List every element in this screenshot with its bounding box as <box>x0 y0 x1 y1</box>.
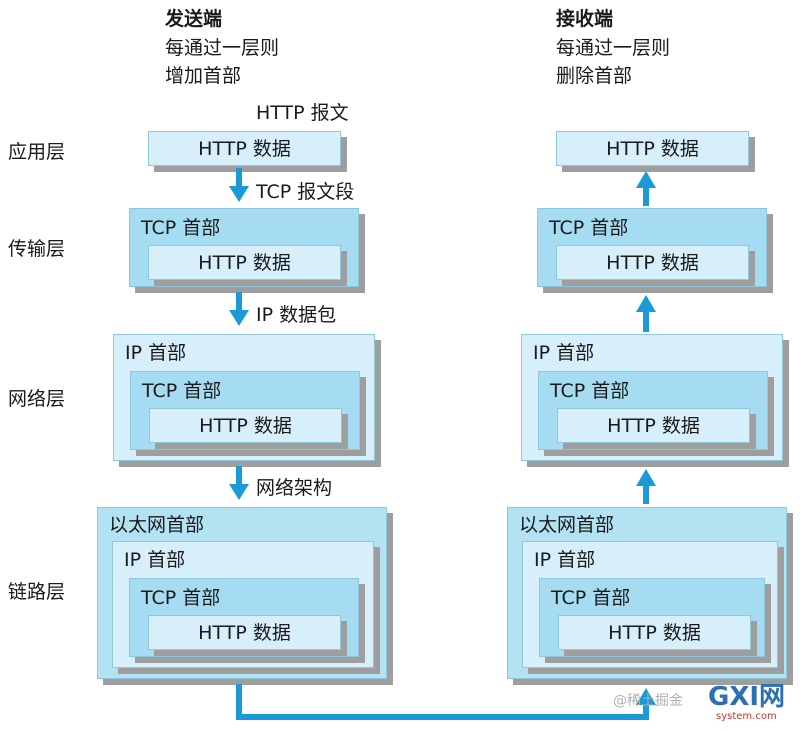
receiver-link-ip-header: IP 首部 <box>534 549 596 571</box>
sender-title: 发送端 <box>165 8 223 30</box>
receiver-link-eth-header: 以太网首部 <box>519 514 615 536</box>
arrow-up-network-to-transport <box>636 295 656 332</box>
sender-desc-line1: 每通过一层则 <box>165 37 280 59</box>
sender-transport-tcp-header: TCP 首部 <box>141 217 221 239</box>
arrow-down-transport-to-network <box>229 292 249 326</box>
sender-transport-http-box: HTTP 数据 <box>148 245 341 280</box>
arrow-bottom-connector <box>236 684 656 720</box>
sender-network-tcp-header: TCP 首部 <box>142 380 222 402</box>
receiver-desc-line1: 每通过一层则 <box>556 37 671 59</box>
watermark-gxi-logo: GXI网 system.com <box>708 683 804 725</box>
sender-network-http-box: HTTP 数据 <box>149 408 342 443</box>
receiver-transport-tcp-header: TCP 首部 <box>549 217 629 239</box>
sender-link-eth-box: 以太网首部 IP 首部 TCP 首部 HTTP 数据 <box>97 507 387 679</box>
receiver-transport-tcp-box: TCP 首部 HTTP 数据 <box>537 208 767 287</box>
sender-app-http-label: HTTP 数据 <box>198 138 291 160</box>
sender-link-http-label: HTTP 数据 <box>198 622 291 644</box>
label-network-frame: 网络架构 <box>256 477 333 499</box>
sender-link-ip-box: IP 首部 TCP 首部 HTTP 数据 <box>112 541 374 668</box>
label-tcp-segment: TCP 报文段 <box>256 181 355 203</box>
receiver-network-tcp-box: TCP 首部 HTTP 数据 <box>538 371 768 450</box>
receiver-network-tcp-header: TCP 首部 <box>550 380 630 402</box>
receiver-network-ip-box: IP 首部 TCP 首部 HTTP 数据 <box>521 334 783 461</box>
sender-desc-line2: 增加首部 <box>165 65 242 87</box>
receiver-transport-http-box: HTTP 数据 <box>556 245 749 280</box>
sender-network-ip-header: IP 首部 <box>125 342 187 364</box>
receiver-network-http-box: HTTP 数据 <box>557 408 750 443</box>
sender-link-tcp-box: TCP 首部 HTTP 数据 <box>129 578 359 657</box>
receiver-link-eth-box: 以太网首部 IP 首部 TCP 首部 HTTP 数据 <box>507 507 787 679</box>
watermark-juejin: @稀土掘金 <box>613 693 683 709</box>
receiver-transport-http-label: HTTP 数据 <box>606 252 699 274</box>
watermark-gxi-url: system.com <box>716 711 777 722</box>
sender-link-ip-header: IP 首部 <box>124 549 186 571</box>
sender-app-http-box: HTTP 数据 <box>148 131 341 166</box>
receiver-desc-line2: 删除首部 <box>556 65 633 87</box>
sender-transport-http-label: HTTP 数据 <box>198 252 291 274</box>
label-http-message: HTTP 报文 <box>256 102 349 124</box>
receiver-link-http-label: HTTP 数据 <box>608 622 701 644</box>
layer-link: 链路层 <box>8 581 66 603</box>
receiver-app-http-box: HTTP 数据 <box>556 131 749 166</box>
layer-transport: 传输层 <box>8 238 66 260</box>
receiver-link-ip-box: IP 首部 TCP 首部 HTTP 数据 <box>522 541 778 668</box>
label-ip-datagram: IP 数据包 <box>256 304 337 326</box>
receiver-link-tcp-box: TCP 首部 HTTP 数据 <box>539 578 765 657</box>
arrow-down-app-to-transport <box>229 168 249 202</box>
layer-application: 应用层 <box>8 141 66 163</box>
sender-network-tcp-box: TCP 首部 HTTP 数据 <box>130 371 360 450</box>
receiver-link-tcp-header: TCP 首部 <box>551 587 631 609</box>
receiver-network-http-label: HTTP 数据 <box>607 415 700 437</box>
layer-network: 网络层 <box>8 388 66 410</box>
sender-transport-tcp-box: TCP 首部 HTTP 数据 <box>129 208 359 287</box>
sender-network-ip-box: IP 首部 TCP 首部 HTTP 数据 <box>113 334 375 461</box>
sender-network-http-label: HTTP 数据 <box>199 415 292 437</box>
arrow-up-transport-to-app <box>636 171 656 206</box>
receiver-app-http-label: HTTP 数据 <box>606 138 699 160</box>
arrow-up-link-to-network <box>636 469 656 504</box>
sender-link-http-box: HTTP 数据 <box>148 615 341 650</box>
arrow-down-network-to-link <box>229 466 249 500</box>
receiver-network-ip-header: IP 首部 <box>533 342 595 364</box>
receiver-title: 接收端 <box>556 8 614 30</box>
sender-link-tcp-header: TCP 首部 <box>141 587 221 609</box>
receiver-link-http-box: HTTP 数据 <box>558 615 751 650</box>
watermark-gxi-text: GXI网 <box>708 682 786 712</box>
sender-link-eth-header: 以太网首部 <box>109 514 205 536</box>
